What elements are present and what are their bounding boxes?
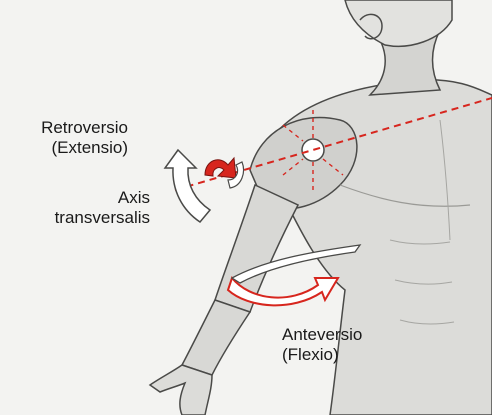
rotation-arrow-red [205,158,236,178]
retroversio-label-line2: (Extensio) [10,138,128,158]
axis-label-line2: transversalis [18,208,150,228]
anteversio-label-line1: Anteversio [282,325,362,345]
anteversio-label-line2: (Flexio) [282,345,362,365]
retroversio-label-line1: Retroversio [10,118,128,138]
shoulder-joint-marker [302,139,324,161]
forearm [182,300,250,375]
hand [150,365,212,415]
upper-arm [215,185,298,312]
axis-label: Axis transversalis [18,188,150,228]
retroversio-arrow [165,150,210,222]
anteversio-label: Anteversio (Flexio) [282,325,362,365]
axis-label-line1: Axis [18,188,150,208]
retroversio-label: Retroversio (Extensio) [10,118,128,158]
